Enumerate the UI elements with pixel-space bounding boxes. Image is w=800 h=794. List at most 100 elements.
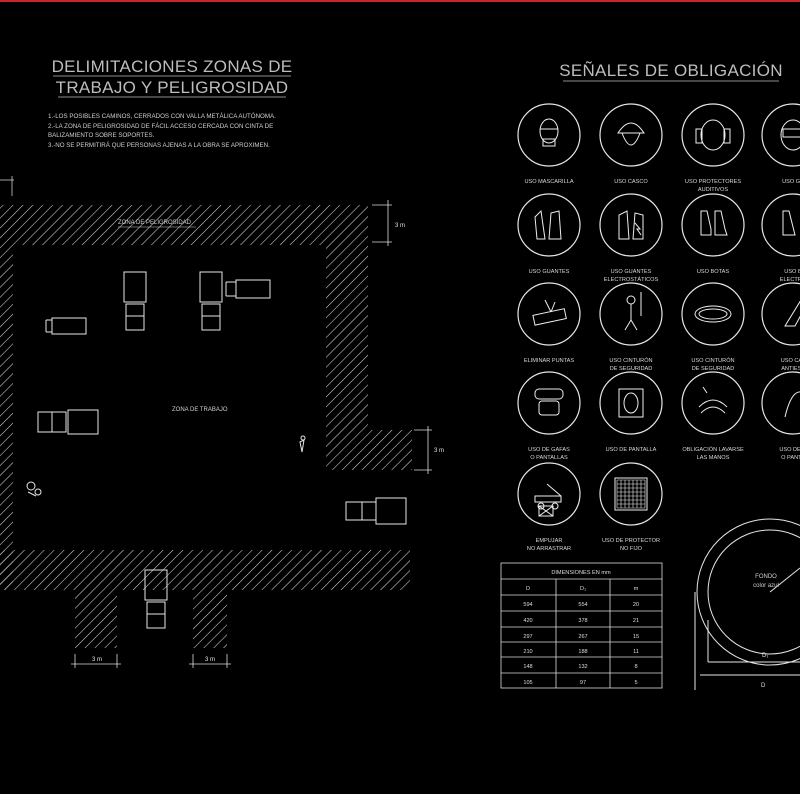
sign-circle xyxy=(681,193,745,257)
sign-caption-line2: ANTIEST xyxy=(781,366,800,372)
sign-caption-line2: NO ARRASTRAR xyxy=(527,546,571,552)
big-sign-d1-label: D₁ xyxy=(762,653,768,659)
table-header-m: m xyxy=(634,586,639,592)
sign-caption-line2: O PANTALLAS xyxy=(530,455,568,461)
table-cell: 420 xyxy=(523,618,532,624)
danger-zone-label: ZONA DE PELIGROSIDAD xyxy=(118,220,192,226)
sign-caption-line1: USO GA xyxy=(782,179,800,185)
sign-13: USO DE GAFAS O PANTALLAS xyxy=(517,371,581,461)
top-border-line xyxy=(0,0,800,2)
table-header-d: D xyxy=(526,586,530,592)
dimension-bottom-right xyxy=(189,654,231,668)
sign-caption-line1: ELIMINAR PUNTAS xyxy=(524,358,575,364)
guard-icon xyxy=(614,477,648,511)
sign-caption-line1: USO DE GAFAS xyxy=(528,447,570,453)
machine-6 xyxy=(144,569,168,629)
sign-caption-line1: USO CAL xyxy=(781,358,800,364)
sign-caption-line2: ELECTRO xyxy=(780,277,800,283)
dimension-right-mid xyxy=(414,426,432,474)
sign-circle xyxy=(517,103,581,167)
sign-5: USO GUANTES xyxy=(517,193,581,275)
note-3: 3.-NO SE PERMITIRÁ QUE PERSONAS AJENAS A… xyxy=(48,142,270,149)
zones-title-line1: DELIMITACIONES ZONAS DE xyxy=(52,57,293,76)
sign-caption-line1: USO CINTURÓN xyxy=(609,357,652,364)
sign-15: OBLIGACIÓN LAVARSE LAS MANOS xyxy=(681,371,745,461)
sign-construction-diagram xyxy=(694,518,800,690)
table-cell: 378 xyxy=(578,618,587,624)
sign-caption-line2: AUDITIVOS xyxy=(698,187,728,193)
sign-caption-line2: O PANTA xyxy=(781,455,800,461)
sign-caption-line2: NO FIJO xyxy=(620,546,643,552)
sign-caption-line1: USO CINTURÓN xyxy=(691,357,734,364)
sign-caption-line1: USO DE PROTECTOR xyxy=(602,538,660,544)
sign-caption-line1: USO PROTECTORES xyxy=(685,179,741,185)
table-title: DIMENSIONES EN mm xyxy=(551,570,611,576)
sign-2: USO CASCO xyxy=(599,103,663,185)
sign-caption-line1: EMPUJAR xyxy=(536,538,563,544)
sign-caption-line1: OBLIGACIÓN LAVARSE xyxy=(682,446,744,453)
sign-4: USO GA xyxy=(761,103,800,185)
sign-circle xyxy=(761,103,800,167)
machine-4 xyxy=(37,409,99,435)
dimensions-table xyxy=(500,562,663,689)
big-sign-fondo-line1: FONDO xyxy=(755,574,777,580)
ear-protection-icon xyxy=(695,119,731,151)
machine-5 xyxy=(345,497,407,525)
sign-caption-line1: USO DE G xyxy=(779,447,800,453)
dim-right-mid-label: 3 m xyxy=(434,448,444,454)
sign-circle xyxy=(517,462,581,526)
sign-18: USO DE PROTECTOR NO FIJO xyxy=(599,462,663,552)
sign-circle xyxy=(517,193,581,257)
table-cell: 15 xyxy=(633,634,639,640)
big-sign-fondo-line2: color azul xyxy=(753,583,779,589)
sign-circle xyxy=(599,462,663,526)
gloves-icon xyxy=(534,209,562,240)
sign-caption-line1: USO GUANTES xyxy=(611,269,652,275)
machine-1 xyxy=(123,271,147,331)
big-sign-d-label: D xyxy=(761,683,766,689)
sign-caption-line1: USO GUANTES xyxy=(529,269,570,275)
sign-caption-line2: DE SEGURIDAD xyxy=(692,366,735,372)
sign-circle xyxy=(599,193,663,257)
dimension-right-top xyxy=(372,200,392,246)
face-shield-icon xyxy=(618,388,644,418)
sign-circle xyxy=(761,193,800,257)
table-cell: 105 xyxy=(523,680,532,686)
sign-14: USO DE PANTALLA xyxy=(599,371,663,453)
sign-caption-line2: ELECTROSTÁTICOS xyxy=(604,276,659,283)
table-cell: 8 xyxy=(634,664,637,670)
goggles-shield-icon xyxy=(784,391,800,418)
table-cell: 210 xyxy=(523,649,532,655)
sign-circle xyxy=(517,371,581,435)
sign-caption-line2: LAS MANOS xyxy=(697,455,730,461)
table-cell: 11 xyxy=(633,649,639,655)
sign-16: USO DE G O PANTA xyxy=(761,371,800,461)
electro-boots-icon xyxy=(782,210,796,236)
note-1: 1.-LOS POSIBLES CAMINOS, CERRADOS CON VA… xyxy=(48,113,276,120)
work-zone-label: ZONA DE TRABAJO xyxy=(172,407,228,413)
table-cell: 188 xyxy=(578,649,587,655)
machine-2 xyxy=(199,271,271,331)
table-cell: 132 xyxy=(578,664,587,670)
note-2b: BALIZAMIENTO SOBRE SOPORTES. xyxy=(48,132,155,139)
table-cell: 5 xyxy=(634,680,637,686)
sign-circle xyxy=(599,103,663,167)
mask-icon xyxy=(539,118,559,147)
sign-circle xyxy=(517,282,581,346)
dimension-bottom-left xyxy=(71,654,121,668)
sign-circle xyxy=(681,282,745,346)
sign-7: USO BOTAS xyxy=(681,193,745,275)
helmet-icon xyxy=(617,122,645,146)
sign-caption-line1: USO DE PANTALLA xyxy=(606,447,657,453)
sign-caption-line2: DE SEGURIDAD xyxy=(610,366,653,372)
sign-circle xyxy=(599,282,663,346)
table-cell: 148 xyxy=(523,664,532,670)
sign-circle xyxy=(761,371,800,435)
machine-3 xyxy=(45,317,87,335)
electrostatic-gloves-icon xyxy=(618,210,644,240)
table-cell: 21 xyxy=(633,618,639,624)
table-cell: 267 xyxy=(578,634,587,640)
dim-bottom-left-label: 3 m xyxy=(92,657,102,663)
dim-right-top-label: 3 m xyxy=(395,223,405,229)
